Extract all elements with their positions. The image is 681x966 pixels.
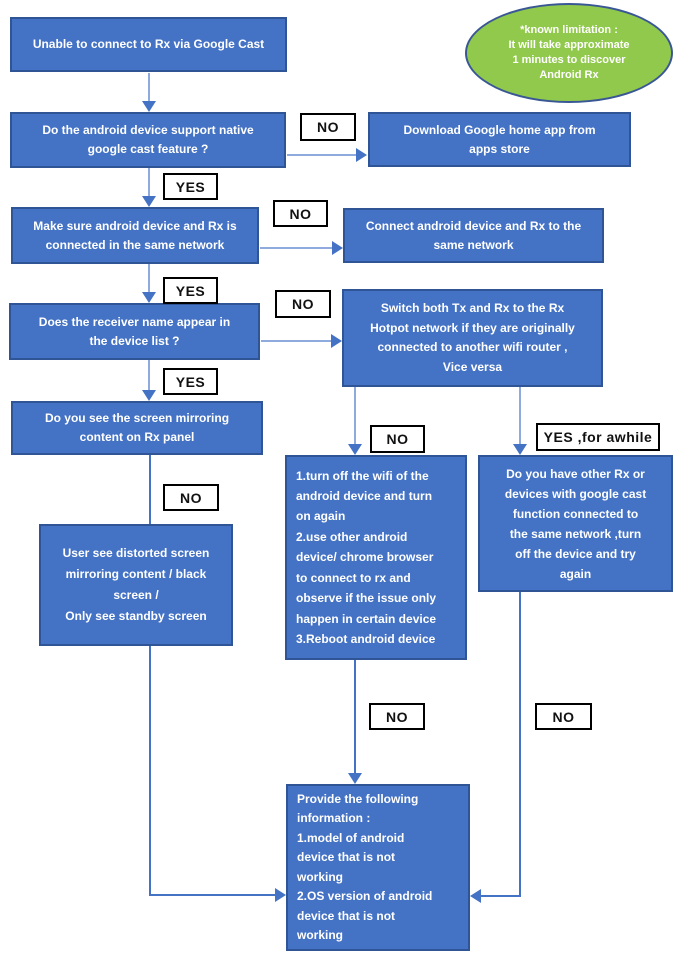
node-download-google-home: Download Google home app from apps store: [368, 112, 631, 167]
label-no-other-rx: NO: [535, 703, 592, 730]
label-no-wifi-steps: NO: [369, 703, 425, 730]
light-connectors: [148, 73, 521, 447]
known-limitation-callout: *known limitation : It will take approxi…: [465, 3, 673, 103]
node-connect-same-network: Connect android device and Rx to the sam…: [343, 208, 604, 263]
node-receiver-name-question: Does the receiver name appear in the dev…: [9, 303, 260, 360]
label-yes-for-awhile: YES ,for awhile: [536, 423, 660, 451]
node-switch-hotpot-network: Switch both Tx and Rx to the Rx Hotpot n…: [342, 289, 603, 387]
label-no-same-network: NO: [273, 200, 328, 227]
node-mirroring-content-question: Do you see the screen mirroring content …: [11, 401, 263, 455]
node-native-cast-support-question: Do the android device support native goo…: [10, 112, 286, 168]
node-unable-to-connect: Unable to connect to Rx via Google Cast: [10, 17, 287, 72]
arrowhead-icons: [142, 101, 527, 903]
node-distorted-screen: User see distorted screen mirroring cont…: [39, 524, 233, 646]
node-wifi-troubleshoot-steps: 1.turn off the wifi of the android devic…: [285, 455, 467, 660]
node-other-rx-devices: Do you have other Rx or devices with goo…: [478, 455, 673, 592]
node-provide-information: Provide the following information : 1.mo…: [286, 784, 470, 951]
dark-connectors: [149, 455, 521, 897]
label-no-receiver-name: NO: [275, 290, 331, 318]
label-no-native-support: NO: [300, 113, 356, 141]
label-no-mirroring-content: NO: [163, 484, 219, 511]
node-same-network-check: Make sure android device and Rx is conne…: [11, 207, 259, 264]
label-no-hotpot-switch: NO: [370, 425, 425, 453]
label-yes-same-network: YES: [163, 277, 218, 304]
label-yes-receiver-name: YES: [163, 368, 218, 395]
label-yes-native-support: YES: [163, 173, 218, 200]
